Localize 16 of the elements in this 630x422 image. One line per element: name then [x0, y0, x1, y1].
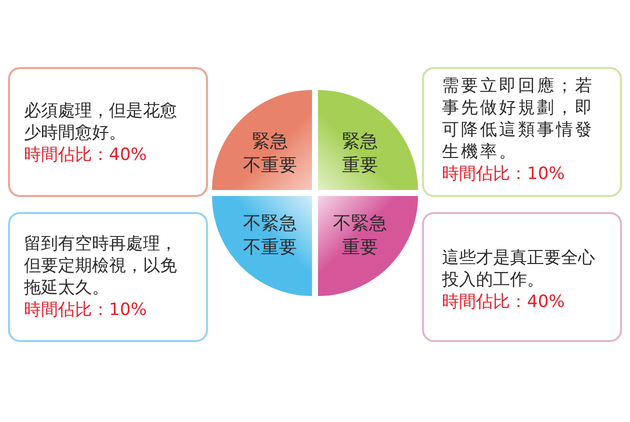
text-card	[422, 212, 622, 342]
quadrant-label: 不緊急 重要	[333, 212, 387, 260]
text-card	[422, 67, 622, 197]
description-text: 這些才是真正要全心投入的工作。	[442, 247, 596, 291]
time-share-text: 時間佔比：10%	[442, 163, 566, 185]
text-card	[8, 212, 208, 342]
description-text: 必須處理，但是花愈少時間愈好。	[24, 100, 178, 144]
time-share-text: 時間佔比：10%	[24, 299, 148, 321]
text-card	[8, 67, 208, 197]
description-text: 需要立即回應；若事先做好規劃，即可降低這類事情發生機率。	[442, 75, 595, 163]
quadrant-label: 緊急 重要	[342, 130, 378, 178]
description-text: 留到有空時再處理，但要定期檢視，以免拖延太久。	[24, 233, 178, 299]
quadrant-label: 不緊急 不重要	[243, 212, 297, 260]
quadrant-label: 緊急 不重要	[243, 130, 297, 178]
time-share-text: 時間佔比：40%	[442, 291, 566, 313]
time-share-text: 時間佔比：40%	[24, 144, 148, 166]
